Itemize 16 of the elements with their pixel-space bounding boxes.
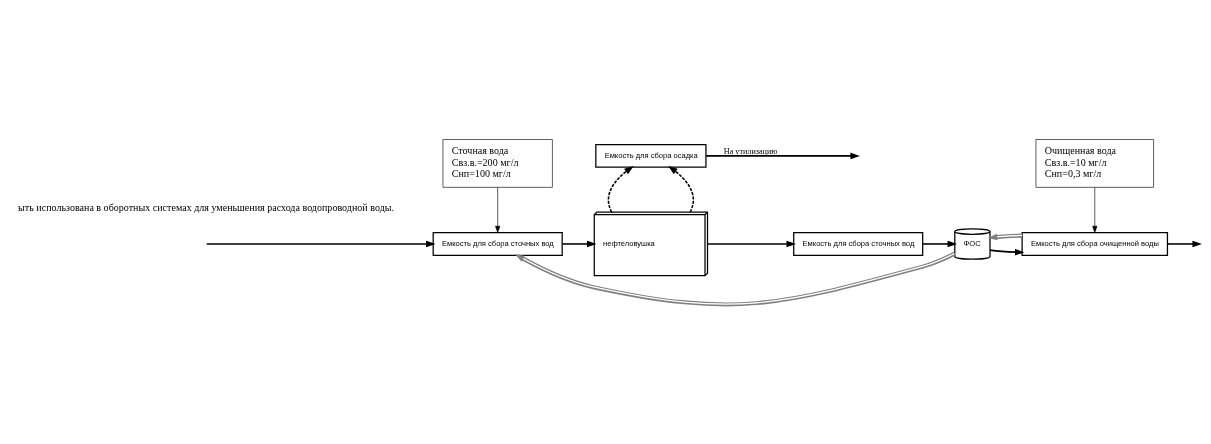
node-box: Сточная вода Свз.в.=200 мг/л Снп=100 мг/л	[442, 139, 553, 188]
arrow	[668, 165, 695, 213]
arrow	[514, 251, 956, 307]
arrow	[1166, 240, 1202, 248]
arrow	[205, 240, 436, 248]
arrow	[607, 165, 634, 213]
arrow	[987, 233, 1023, 241]
arrow	[921, 240, 958, 248]
arrow	[705, 152, 860, 160]
arrow	[706, 240, 796, 248]
label: ыть использована в оборотных системах для уменьшения расхода водопроводной воды.	[18, 202, 395, 214]
arrow	[495, 187, 501, 233]
arrow	[561, 240, 597, 248]
node-box: Очищенная вода Свз.в.=10 мг/л Снп=0,3 мг/л	[1035, 139, 1154, 188]
arrow	[989, 248, 1025, 256]
arrow	[1092, 187, 1098, 233]
